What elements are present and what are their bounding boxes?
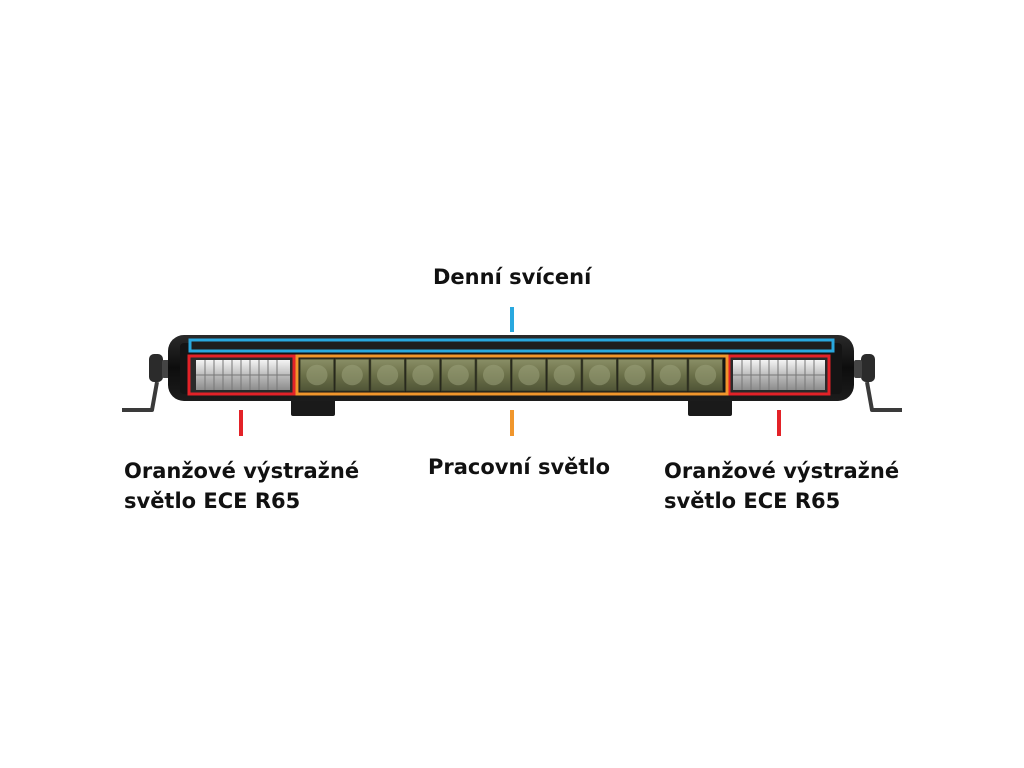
warning-right-label: Oranžové výstražné světlo ECE R65 [664,456,899,516]
right-mount-bracket [854,354,902,412]
work-led-cell [511,358,547,392]
daytime-light-label: Denní svícení [433,262,591,292]
work-led-cell [476,358,511,392]
work-led-cell [582,358,618,392]
warning-left-label: Oranžové výstražné světlo ECE R65 [124,456,359,516]
left-mount-bracket [122,354,170,412]
work-led-cell [688,358,724,392]
warning-right-label-line2: světlo ECE R65 [664,489,841,513]
work-led-cell [370,358,405,392]
work-light-led-array [299,358,724,392]
work-led-cell [617,358,653,392]
work-led-cell [334,358,370,392]
warning-right-label-line1: Oranžové výstražné [664,459,900,483]
left-foot [291,398,335,416]
work-light-label-text: Pracovní světlo [428,455,611,479]
daytime-light-strip [188,338,835,353]
left-warning-light-module [187,354,296,396]
warning-left-label-line1: Oranžové výstražné [124,459,360,483]
work-light-label: Pracovní světlo [428,452,610,482]
daytime-light-label-text: Denní svícení [433,265,592,289]
warning-left-label-line2: světlo ECE R65 [124,489,301,513]
right-warning-light-module [727,354,831,396]
work-led-cell [440,358,476,392]
work-light-outline [295,354,729,396]
work-led-cell [546,358,582,392]
work-led-cell [652,358,688,392]
right-foot [688,398,732,416]
work-led-cell [299,358,335,392]
work-led-cell [405,358,441,392]
